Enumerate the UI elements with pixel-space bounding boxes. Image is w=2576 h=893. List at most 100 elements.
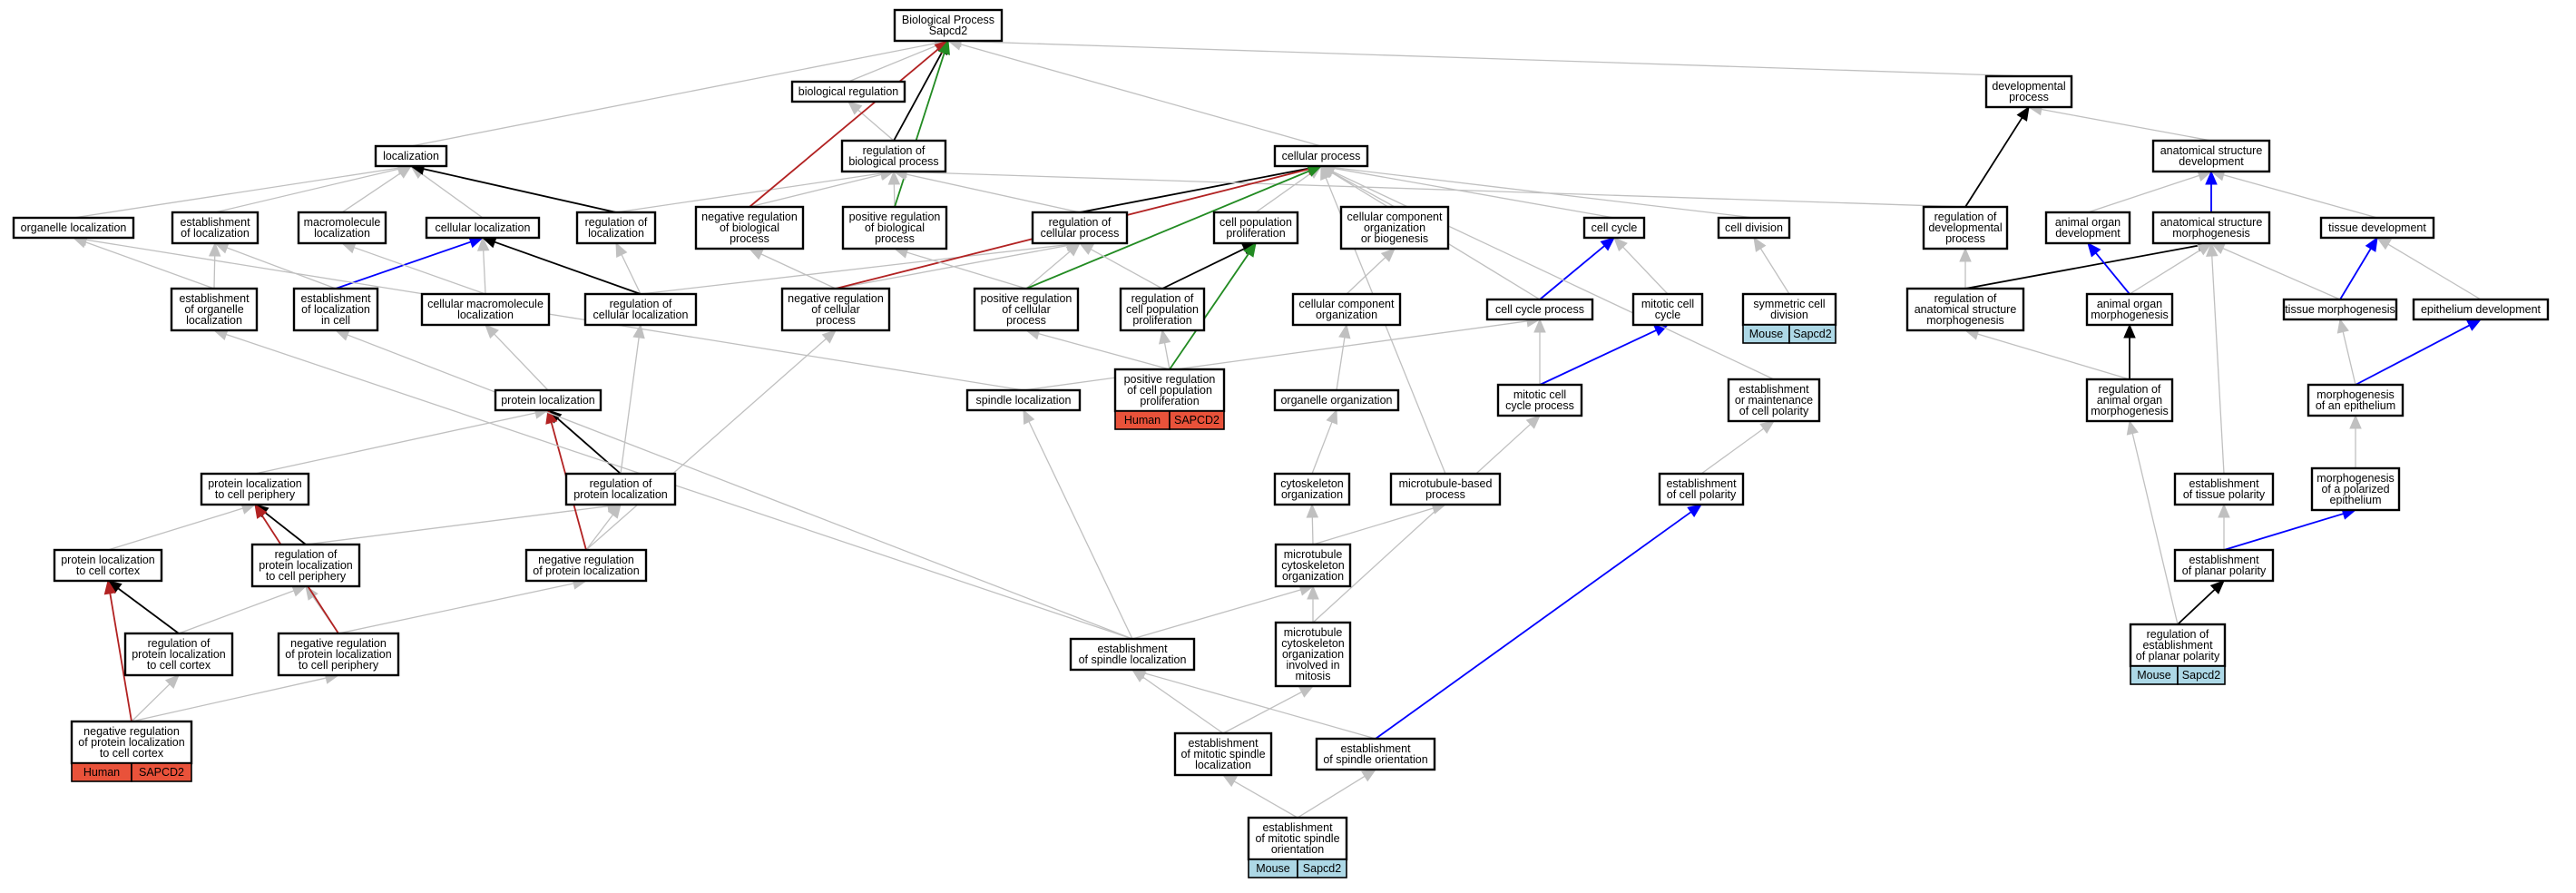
node-tissdev[interactable]: tissue development: [2319, 216, 2435, 240]
node-box: [1658, 472, 1745, 506]
node-label-line: process: [1945, 232, 1985, 245]
edge-regprotloccortex-to-protloccortex: [106, 580, 180, 634]
node-box: [1113, 368, 1226, 413]
node-bioreg[interactable]: biological regulation: [790, 80, 906, 103]
node-label-line: of cellular: [1002, 303, 1051, 316]
node-label-line: regulation of: [1934, 211, 1997, 223]
node-tissmorph[interactable]: tissue morphogenesis: [2282, 298, 2398, 321]
node-orgorg[interactable]: organelle organization: [1273, 388, 1400, 412]
tag-species: Human: [83, 766, 120, 779]
edge-posregcp-to-regcp: [1025, 242, 1081, 289]
node-label-line: of protein localization: [533, 564, 639, 577]
node-spindleloc[interactable]: spindle localization: [965, 388, 1082, 412]
edge-regbp-to-bioreg: [847, 101, 895, 142]
node-label-line: symmetric cell: [1753, 298, 1825, 310]
node-label-line: of spindle localization: [1079, 653, 1187, 666]
node-label-line: of cellular: [811, 303, 860, 316]
node-ccp[interactable]: cell cycle process: [1485, 298, 1594, 321]
node-label-line: macromolecule: [304, 216, 381, 229]
node-label-line: cytoskeleton: [1281, 559, 1345, 572]
node-epidev[interactable]: epithelium development: [2412, 298, 2550, 321]
node-label-line: of organelle: [184, 303, 243, 316]
node-label-line: microtubule: [1284, 626, 1343, 639]
node-loc[interactable]: localization: [374, 144, 448, 168]
node-label-line: process: [2009, 91, 2049, 103]
edge-estspindleorient-to-estcellpol: [1375, 504, 1703, 740]
node-box: [420, 292, 551, 327]
node-cellcycle[interactable]: cell cycle: [1582, 216, 1646, 240]
node-box: [1582, 216, 1646, 240]
node-label-line: of a polarized: [2321, 483, 2389, 496]
edge-regprotloc-to-protloc: [547, 409, 622, 475]
node-box: [2319, 216, 2435, 240]
node-protloc[interactable]: protein localization: [494, 388, 602, 412]
edge-mccp-to-ccp: [1533, 318, 1546, 385]
edge-regasm-to-regdev: [1959, 247, 1972, 289]
node-celldiv[interactable]: cell division: [1717, 216, 1791, 240]
node-box: [780, 287, 891, 332]
node-cellloc[interactable]: cellular localization: [425, 216, 541, 240]
node-label-line: spindle localization: [976, 394, 1072, 407]
node-orgloc[interactable]: organelle localization: [12, 216, 135, 240]
node-box: [123, 632, 234, 677]
node-label-line: negative regulation: [83, 725, 180, 738]
node-cellproc[interactable]: cellular process: [1273, 144, 1369, 168]
node-mtcytomitosis[interactable]: microtubulecytoskeletonorganizationinvol…: [1274, 621, 1352, 688]
node-label-line: morphogenesis: [2316, 388, 2394, 401]
node-box: [840, 139, 947, 173]
edge-tissmorph-to-asmorph: [2209, 242, 2341, 300]
